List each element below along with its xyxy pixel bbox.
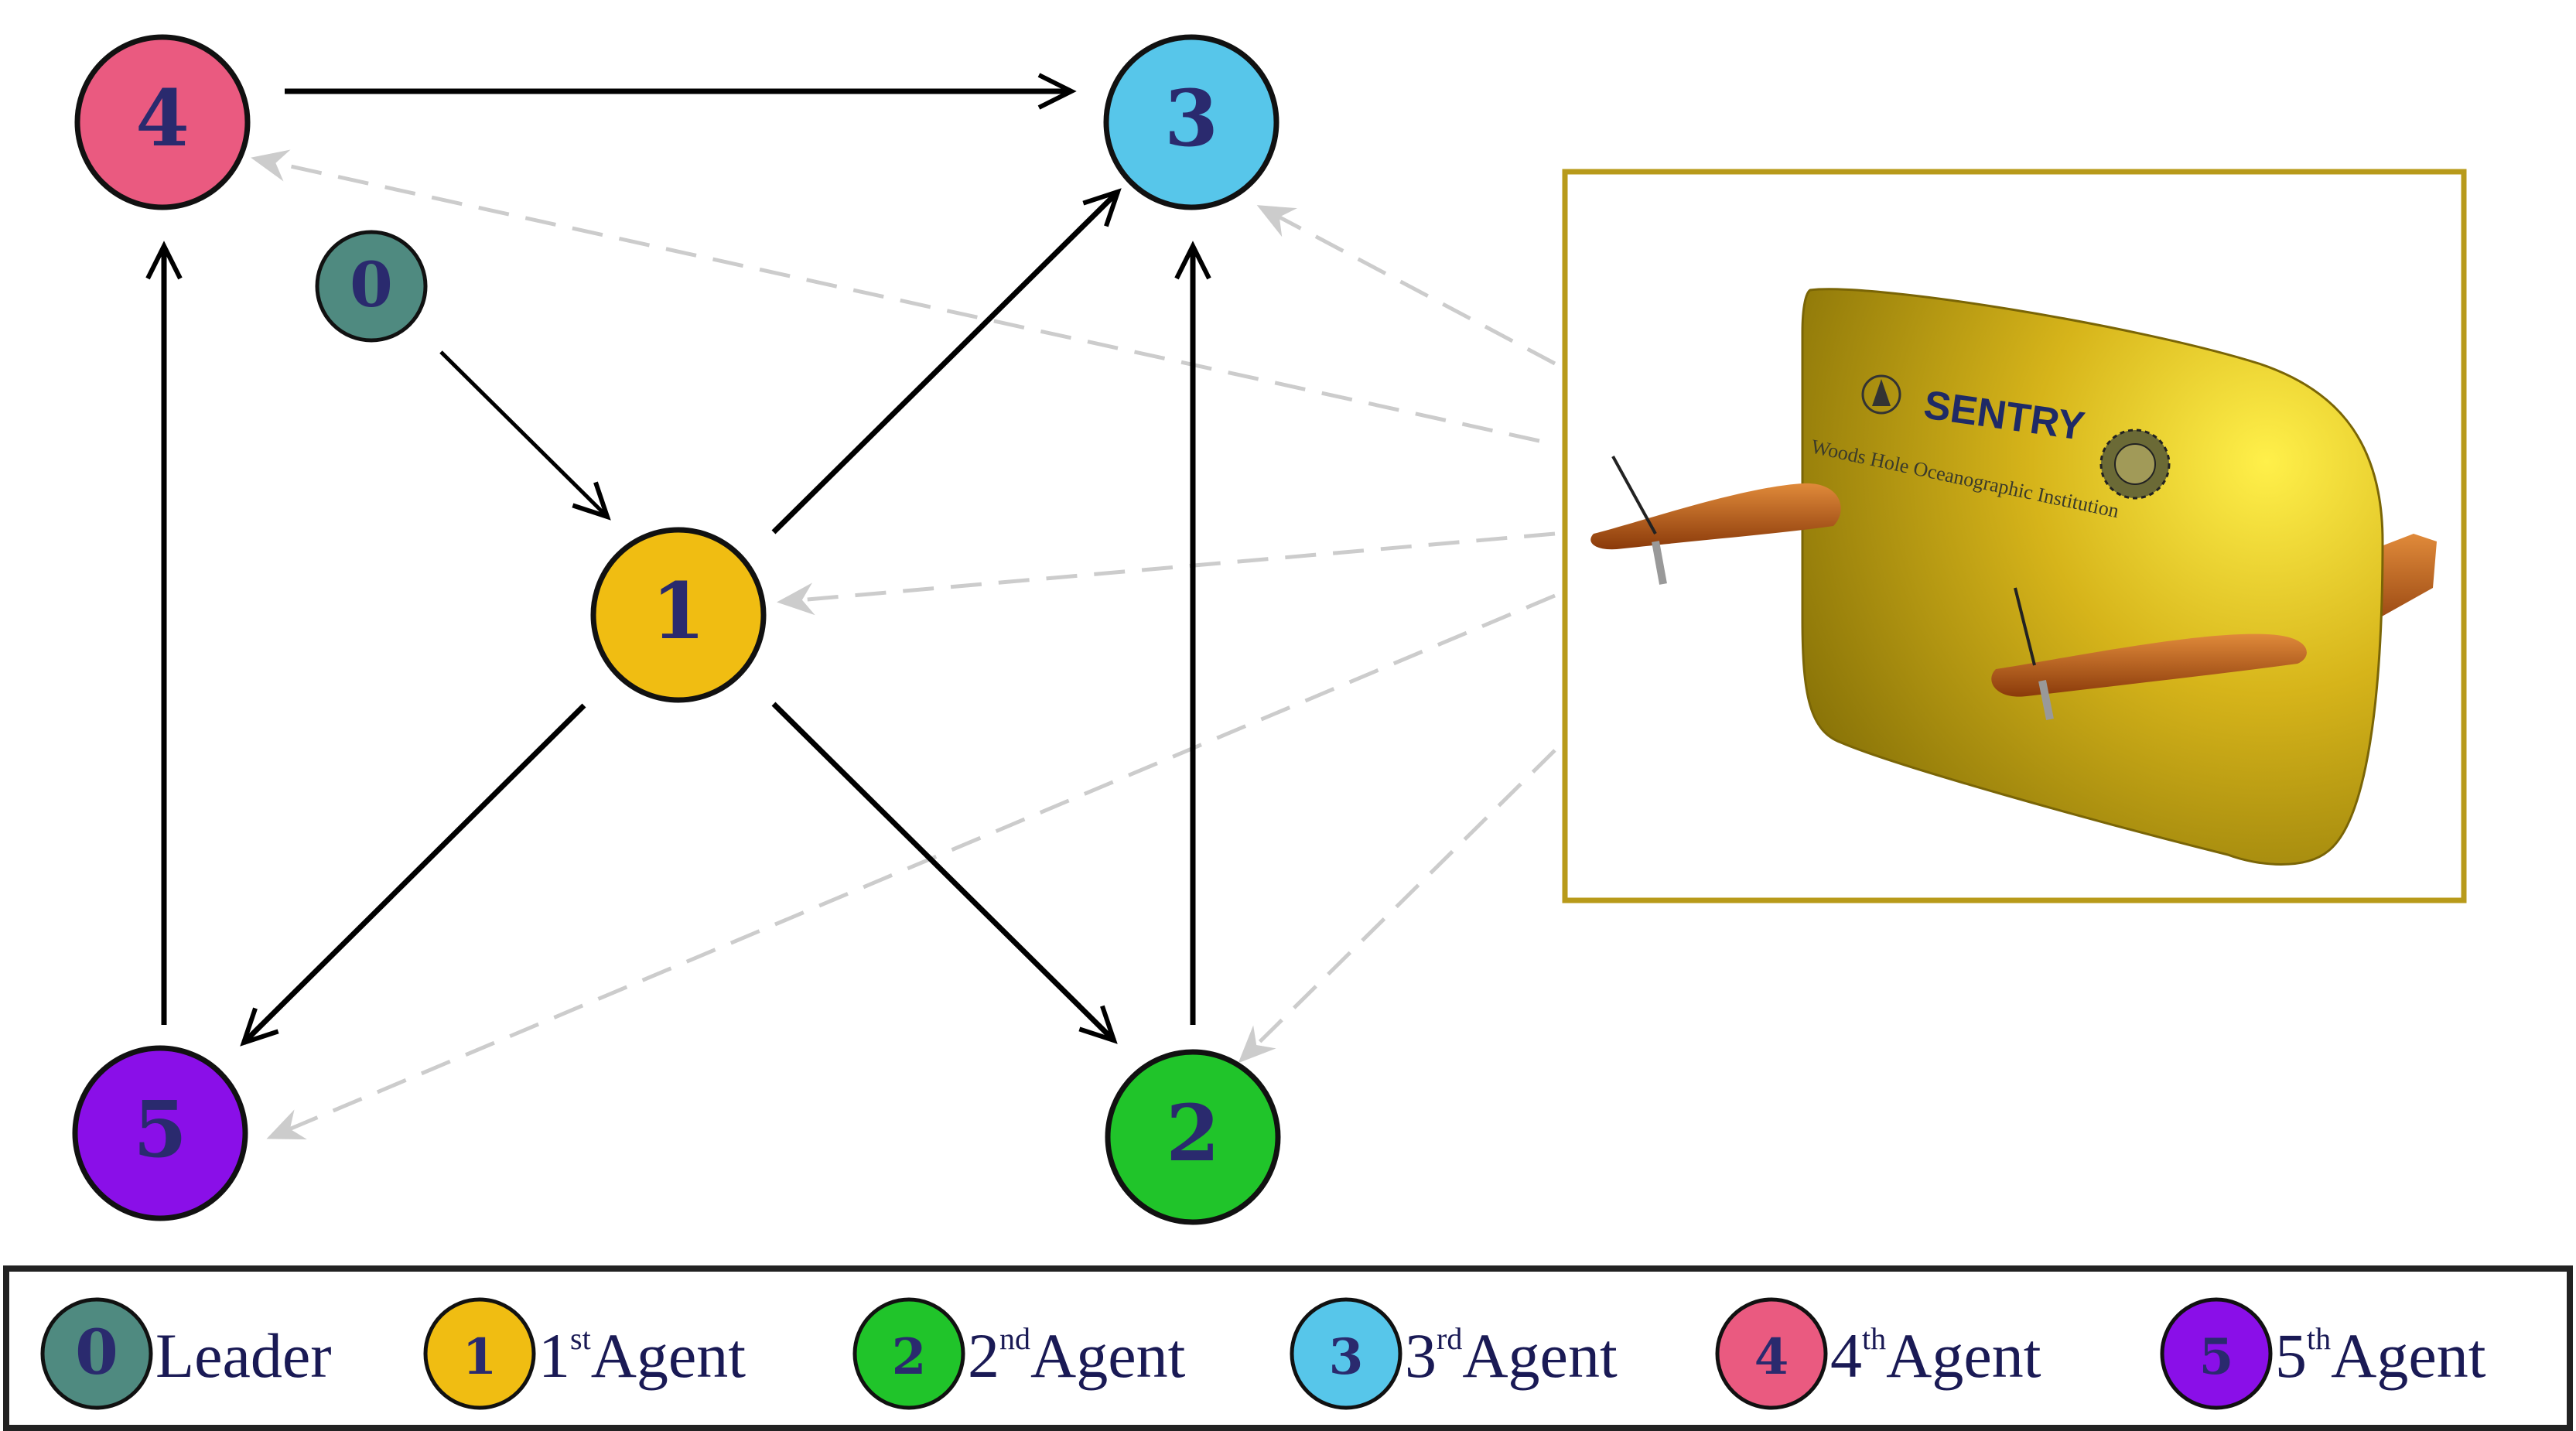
legend-ordinal-suffix: rd [1437,1321,1462,1356]
legend-swatch-0 [40,1297,153,1410]
ship-logo-icon [1861,374,1901,415]
legend-label: 3rdAgent [1405,1320,1618,1391]
legend-ordinal-suffix: nd [999,1321,1030,1356]
vehicle-body [1801,288,2384,866]
dashed-edge-to-4 [251,149,1540,443]
solid-edges [145,73,1211,1047]
legend-ordinal-suffix: st [570,1321,591,1356]
edge-1-to-2 [771,702,1118,1044]
dashed-edge-to-3 [1256,205,1556,366]
legend-swatch-number: 2 [892,1328,927,1386]
legend-swatch-3 [1290,1297,1402,1410]
front-right-wing [1991,634,2307,697]
legend-swatch-2 [852,1297,965,1410]
legend-item-4: 4 4thAgent [1715,1297,2041,1410]
edge-1-to-5 [240,703,586,1047]
legend-item-5: 5 5thAgent [2160,1297,2486,1410]
legend-swatch-1 [423,1297,536,1410]
node-4-label: 4 [135,73,190,164]
legend-item-3: 3 3rdAgent [1290,1297,1618,1410]
legend-swatch-number: 3 [1329,1328,1364,1386]
legend-ordinal-suffix: th [1862,1321,1886,1356]
node-1: 1 [590,527,767,703]
legend: 0 Leader 1 1stAgent 2 2ndAgent 3 3rdAgent 4 4thAg… [3,1265,2573,1431]
node-3: 3 [1103,34,1279,210]
node-2-label: 2 [1166,1088,1220,1179]
legend-label: Leader [155,1320,332,1391]
dashed-edge-to-5 [266,593,1556,1140]
legend-swatch-number: 4 [1754,1328,1789,1386]
legend-swatch-number: 0 [75,1316,118,1388]
nsf-logo-icon [2099,429,2171,500]
legend-item-1: 1 1stAgent [423,1297,746,1410]
node-5: 5 [72,1045,248,1221]
legend-label: 2ndAgent [968,1320,1186,1391]
legend-swatch-4 [1715,1297,1828,1410]
dashed-edges [251,149,1556,1140]
legend-label: 1stAgent [538,1320,746,1391]
node-2: 2 [1105,1049,1281,1225]
legend-label: 4thAgent [1830,1320,2041,1391]
legend-swatch-number: 5 [2199,1328,2234,1386]
legend-swatch-5 [2160,1297,2273,1410]
edge-0-to-1 [439,350,611,521]
node-0: 0 [315,230,428,343]
auv-sentry-image: SENTRY Woods Hole Oceanographic Institut… [1562,169,2467,903]
edge-1-to-3 [771,188,1122,534]
node-3-label: 3 [1164,73,1218,164]
node-4: 4 [74,34,251,210]
legend-ordinal-suffix: th [2307,1321,2331,1356]
legend-item-0: 0 Leader [40,1297,332,1410]
dashed-edge-to-1 [777,531,1556,616]
node-0-label: 0 [350,248,393,321]
legend-label: 5thAgent [2275,1320,2486,1391]
dashed-edge-to-2 [1238,749,1556,1064]
legend-item-2: 2 2ndAgent [852,1297,1186,1410]
agent-nodes: 4 3 0 1 5 2 [72,34,1281,1225]
node-1-label: 1 [651,565,705,657]
legend-swatch-number: 1 [463,1328,497,1386]
node-5-label: 5 [133,1084,187,1175]
